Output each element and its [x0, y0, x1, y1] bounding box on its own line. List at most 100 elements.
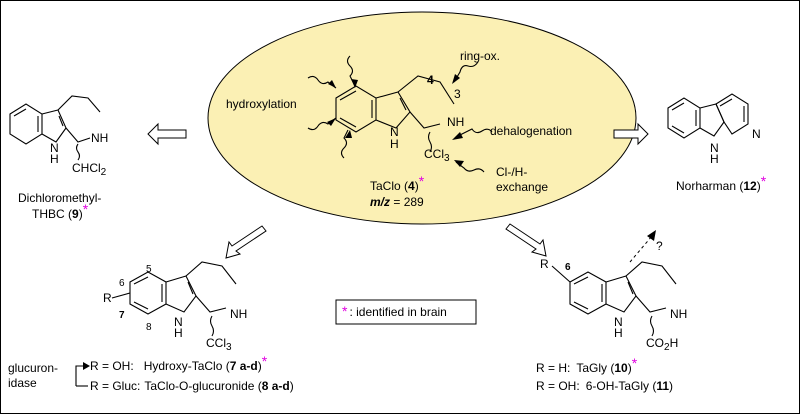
glucuronidase-label-line1: glucuron-: [8, 361, 58, 375]
position-7-label: 7: [119, 310, 125, 321]
legend-box: [335, 299, 477, 325]
taclo-nh-label: NH: [447, 115, 464, 129]
taclo-position-4: 4: [427, 73, 434, 87]
hydroxy-taclo-benzene-ring: [129, 271, 167, 315]
thbc-wavy-bond: [75, 143, 81, 161]
squiggle-arrow: [455, 161, 485, 173]
taclo-pip-ring-bottom: [409, 111, 441, 129]
tagly-nh-label: NH: [670, 307, 687, 321]
thbc-n-label: N: [50, 141, 59, 155]
reaction-site-arrows: [307, 55, 493, 173]
norharman-ring-n-label: N: [752, 127, 761, 141]
tagly-wavy-bond: [649, 315, 655, 337]
taclo-structure: [335, 75, 455, 153]
taclo-position-3: 3: [454, 87, 461, 101]
tagly-benzene-ring: [569, 271, 607, 315]
taclo-double-bond: [339, 117, 357, 128]
tagly-position-6: 6: [565, 262, 571, 273]
thbc-chcl2-label: CHCl2: [72, 161, 107, 178]
taclo-h-label: H: [390, 137, 399, 151]
taclo-wavy-bond: [427, 131, 433, 153]
hydroxy-taclo-n-label: N: [174, 315, 183, 329]
hydroxy-taclo-pip-ring-top: [185, 261, 237, 285]
hydroxy-taclo-ccl3-label: CCl3: [206, 336, 232, 353]
tagly-line: R = H:TaGly (10)*: [536, 355, 638, 375]
arrow-to-tagly: [505, 223, 547, 257]
legend-text: *: identified in brain: [342, 303, 447, 319]
norharman-pyrrole-ring: [699, 103, 725, 137]
norharman-n-label: N: [710, 141, 719, 155]
thbc-pip-ring-top: [57, 95, 101, 113]
hydroxy-taclo-double-bond: [133, 301, 149, 310]
thbc-pip-ring-bottom: [65, 127, 91, 143]
taclo-double-bond: [339, 90, 357, 101]
arrowhead: [452, 74, 460, 84]
tagly-pip-ring-bottom: [635, 295, 667, 313]
hydroxylation-label: hydroxylation: [226, 97, 297, 111]
tagly-structure: [551, 261, 677, 337]
glucuronidase-bracket: [75, 365, 86, 386]
norharman-h-label: H: [710, 152, 719, 166]
taclo-ccl3-label: CCl3: [424, 147, 450, 164]
norharman-double-bond: [671, 125, 685, 134]
thbc-name-line2: THBC (9)*: [32, 201, 89, 221]
hydroxy-taclo-pip-ring-bottom: [195, 295, 227, 313]
norharman-name: Norharman (12)*: [676, 173, 767, 193]
thbc-double-bond: [58, 115, 64, 127]
glucuronidase-label-line2: idase: [8, 376, 37, 390]
tagly-double-bond: [573, 276, 589, 285]
dehalogenation-label: dehalogenation: [490, 124, 572, 138]
hydroxy-taclo-pyrrole-ring: [165, 275, 197, 313]
position-6-label: 6: [119, 278, 125, 289]
taclo-mz: m/z = 289: [370, 195, 424, 209]
tagly-pip-ring-top: [625, 261, 677, 285]
tagly-h-label: H: [614, 326, 623, 340]
arrowhead: [452, 132, 463, 140]
squiggle-arrow: [340, 129, 349, 159]
thbc-nh-label: NH: [91, 131, 108, 145]
squiggle-arrow: [307, 117, 337, 131]
taclo-n-label: N: [390, 125, 399, 139]
center-ellipse: [207, 11, 637, 225]
position-8-label: 8: [146, 322, 152, 333]
hydroxy-taclo-line: R = OH:Hydroxy-TaClo (7 a-d)*: [90, 353, 268, 373]
taclo-glucuronide-line: R = Gluc:TaClo-O-glucuronide (8 a-d): [90, 379, 294, 393]
arrowhead: [454, 160, 464, 167]
hydroxy-taclo-double-bond: [187, 281, 194, 295]
hydroxy-taclo-wavy-bond: [209, 315, 215, 337]
norharman-benzene-ring: [667, 97, 701, 139]
squiggle-arrow: [346, 55, 355, 85]
dashed-arrowhead: [647, 230, 656, 241]
norharman-pyridine-ring: [715, 93, 749, 135]
hydroxy-taclo-r-label: R: [103, 291, 112, 305]
hydroxy-taclo-r-bond: [111, 292, 131, 299]
squiggle-arrow: [455, 128, 493, 138]
norharman-structure: [667, 93, 749, 139]
taclo-pip-ring-top: [397, 75, 455, 105]
ring-oxidation-label: ring-ox.: [460, 49, 500, 63]
cl-h-exchange-line1: Cl-/H-: [496, 165, 527, 179]
arrowhead: [327, 118, 336, 126]
squiggle-arrow: [307, 75, 337, 89]
tagly-co2h-label: CO2H: [646, 336, 678, 353]
hydroxy-taclo-double-bond: [133, 276, 149, 285]
thbc-name-line1: Dichloromethyl-: [18, 191, 101, 205]
arrow-to-hydroxy-taclo: [225, 225, 267, 259]
thbc-benzene-ring: [9, 103, 43, 145]
norharman-double-bond: [671, 102, 685, 111]
dashed-arrow: [629, 235, 653, 263]
taclo-double-bond: [399, 97, 407, 111]
arrow-to-norharman: [613, 122, 649, 146]
arrowhead: [328, 80, 336, 88]
dichloromethyl-thbc-structure: [9, 95, 101, 161]
hydroxy-taclo-structure: [111, 261, 237, 337]
tagly-r-label: R: [540, 257, 549, 271]
hydroxy-taclo-nh-label: NH: [230, 307, 247, 321]
oh-tagly-line: R = OH:6-OH-TaGly (11): [536, 379, 673, 393]
norharman-double-bond: [719, 98, 733, 107]
position-5-label: 5: [146, 264, 152, 275]
arrowhead: [345, 130, 352, 138]
thbc-pyrrole-ring: [41, 109, 67, 143]
